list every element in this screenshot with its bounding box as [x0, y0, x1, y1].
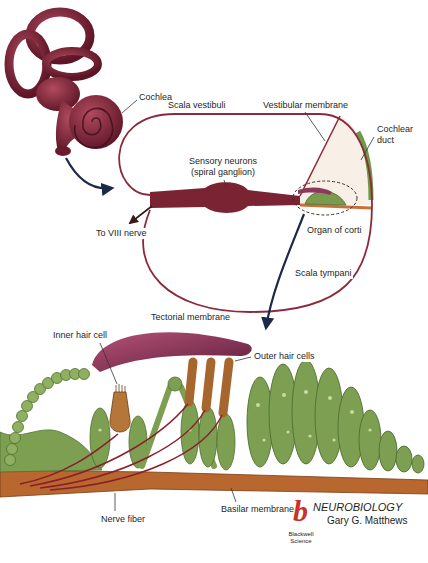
cell-nuclei	[98, 390, 371, 442]
leader-line	[115, 493, 116, 511]
nerve-fibers	[20, 404, 222, 490]
supporting-cell	[90, 408, 110, 468]
outer-hair-cells	[189, 362, 229, 413]
logo-mark: b	[292, 496, 309, 526]
zoom-ellipse	[293, 181, 357, 215]
tectorial-membrane-small	[298, 188, 332, 195]
leader-line	[305, 112, 325, 141]
semicircular-canal	[46, 51, 98, 77]
leader-line	[224, 180, 226, 186]
round-window	[55, 146, 71, 156]
part-label: Basilar membrane	[220, 504, 295, 515]
part-label: To VIII nerve	[95, 228, 148, 239]
part-label: Scala vestibuli	[167, 100, 227, 111]
inner-ear	[9, 12, 123, 156]
pillar-head	[168, 377, 182, 391]
part-label: Tectorial membrane	[150, 312, 231, 323]
spiral-groove	[75, 108, 113, 147]
part-label: Cochlear duct	[376, 124, 422, 146]
spiral-ganglion-nerve	[150, 182, 300, 213]
part-label: Inner hair cell	[52, 330, 108, 341]
leader-line	[231, 488, 236, 502]
spiral-limbus	[0, 430, 102, 472]
border-cells	[5, 369, 90, 466]
leader-line	[100, 343, 117, 384]
basilar-membrane	[300, 205, 371, 208]
vestibule	[36, 77, 80, 111]
basilar-membrane-band	[0, 470, 428, 497]
part-label: Organ of corti	[306, 225, 363, 236]
cochlea-spiral	[69, 95, 123, 149]
publisher-name: Blackwell Science	[286, 531, 316, 545]
author-name: Gary G. Matthews	[326, 515, 409, 527]
part-label: Vestibular membrane	[262, 100, 349, 111]
deiters-cell	[217, 414, 235, 470]
bony-wall	[119, 114, 372, 312]
leader-line	[122, 100, 137, 113]
part-label: Outer hair cells	[253, 351, 316, 362]
vestibular-membrane	[300, 116, 340, 196]
nerve-arrow	[130, 206, 152, 223]
book-title: NEUROBIOLOGY	[312, 501, 403, 514]
part-label: Nerve fiber	[100, 514, 146, 525]
hensen-cells	[247, 360, 424, 473]
zoom-arrow	[66, 158, 112, 188]
inner-hair-cell	[110, 392, 130, 432]
stereocilia	[116, 384, 125, 392]
part-label: Scala tympani	[294, 268, 353, 279]
leader-line	[235, 357, 251, 361]
organ-of-corti-detail	[0, 332, 428, 497]
cochlea-cross-section	[119, 114, 372, 312]
part-label: Sensory neurons (spiral ganglion)	[180, 156, 266, 178]
leader-line	[361, 137, 374, 160]
tectorial-membrane	[92, 332, 252, 372]
